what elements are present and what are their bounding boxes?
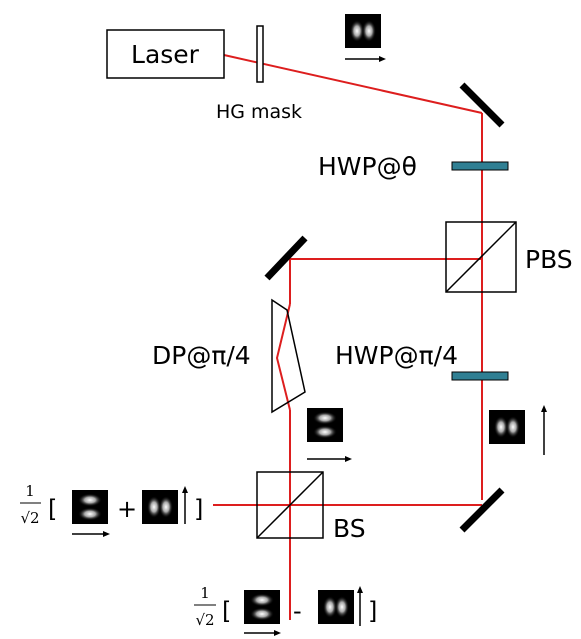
arrowhead-icon (541, 405, 547, 412)
arrowhead-icon (345, 456, 352, 462)
hg-rotated-mode-image (244, 590, 280, 624)
pbs-label: PBS (525, 245, 573, 274)
hwp-pi4-label: HWP@π/4 (335, 341, 458, 370)
pbs-cube (445, 221, 517, 293)
laser-source: Laser (106, 29, 225, 79)
bs-label: BS (333, 514, 366, 543)
laser-label: Laser (131, 40, 200, 69)
mirror-top-right (459, 82, 505, 128)
dove-prism: DP@π/4 (152, 298, 306, 414)
dove-prism-shape (271, 298, 306, 414)
hg-mode-image (345, 14, 381, 48)
hwp-pi4-plate (451, 371, 509, 381)
hwp-theta-plate (451, 161, 509, 171)
arrowhead-icon (182, 486, 188, 493)
open-bracket: [ (222, 597, 231, 625)
hwp-theta-label: HWP@θ (318, 152, 417, 181)
coefficient-numerator: 1 (25, 482, 35, 500)
mode-after-hwp (489, 405, 547, 455)
close-bracket: ] (194, 495, 203, 523)
mirror-left (264, 235, 308, 281)
mode-after-dove-prism (307, 408, 352, 462)
operator-minus: - (293, 597, 302, 625)
hg-mode-image (318, 590, 354, 624)
hg-mask: HG mask (216, 25, 302, 123)
mirror-bottom-right (459, 487, 505, 533)
bs-diagonal (256, 471, 324, 539)
arrowhead-icon (379, 56, 386, 62)
beam-through-dove-prism (275, 303, 291, 411)
coefficient-numerator: 1 (200, 584, 210, 602)
mode-after-mask (345, 14, 386, 62)
laser-box (106, 29, 225, 79)
open-bracket: [ (48, 495, 57, 523)
hg-rotated-mode-image (307, 408, 343, 442)
arrowhead-icon (103, 531, 110, 537)
dove-prism-label: DP@π/4 (152, 341, 251, 370)
hg-mode-image (489, 410, 525, 444)
polarizing-beam-splitter: PBS (445, 221, 573, 293)
beam-laser-to-mirror (223, 54, 483, 114)
coefficient-denominator: √2 (195, 611, 214, 629)
hwp-pi4: HWP@π/4 (335, 341, 509, 381)
hg-rotated-mode-image (72, 490, 108, 524)
hg-mask-plate (256, 25, 264, 83)
laser-beam-path (213, 54, 483, 620)
pbs-diagonal (445, 221, 517, 293)
bottom-output-expression: 1 √2 [ - ] (194, 584, 377, 636)
operator-plus: + (117, 495, 137, 523)
bs-cube (256, 471, 324, 539)
hg-mode-image (142, 490, 178, 524)
hg-mask-label: HG mask (216, 101, 302, 123)
coefficient-denominator: √2 (20, 509, 39, 527)
arrowhead-icon (357, 586, 363, 593)
close-bracket: ] (368, 597, 377, 625)
beam-splitter: BS (256, 471, 366, 543)
hwp-theta: HWP@θ (318, 152, 509, 181)
arrowhead-icon (274, 630, 281, 636)
left-output-expression: 1 √2 [ + ] (20, 482, 203, 537)
